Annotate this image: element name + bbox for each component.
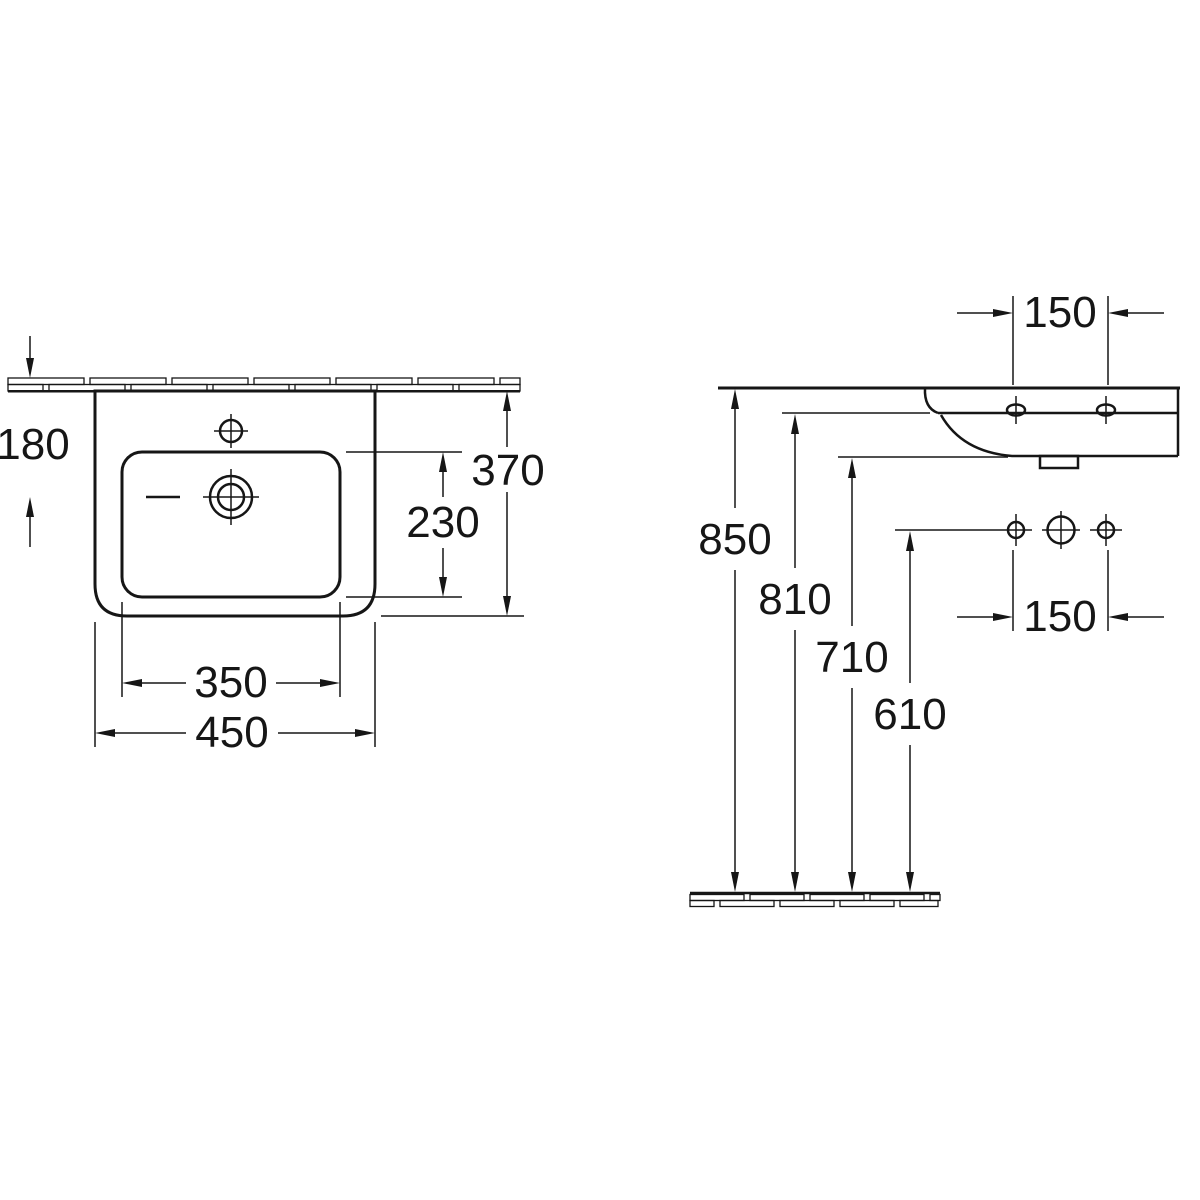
- dimension-label-450: 450: [195, 708, 268, 757]
- dimension-710: 710: [815, 456, 1008, 892]
- dimension-180: 180: [0, 336, 70, 547]
- drain-hole: [146, 469, 259, 525]
- dimension-150-bottom: 150: [957, 550, 1164, 641]
- dimension-label-150-bottom: 150: [1023, 592, 1096, 641]
- dimension-label-230: 230: [406, 498, 479, 547]
- dimension-610: 610: [873, 529, 1000, 892]
- fixing-holes: [1000, 511, 1122, 549]
- overflow-holes: [1005, 396, 1117, 424]
- dimension-label-350: 350: [194, 658, 267, 707]
- basin-side-profile: [718, 386, 1180, 470]
- tap-hole: [214, 414, 248, 448]
- elevation-view: 150: [689, 288, 1180, 908]
- bowl-outline: [120, 450, 342, 599]
- dimension-label-180: 180: [0, 420, 70, 469]
- dimension-350: 350: [121, 602, 341, 707]
- dimension-label-850: 850: [698, 515, 771, 564]
- dimension-370: 370: [381, 391, 545, 617]
- dimension-450: 450: [94, 622, 376, 757]
- dimension-label-150-top: 150: [1023, 288, 1096, 337]
- dimension-label-610: 610: [873, 690, 946, 739]
- wall-hatch: [7, 377, 521, 392]
- dimension-850: 850: [698, 389, 772, 892]
- plan-view: 180 230 370: [0, 336, 545, 757]
- drain-outlet: [1038, 454, 1080, 470]
- floor-hatch: [689, 891, 941, 908]
- dimension-150-top: 150: [957, 288, 1164, 385]
- dimension-label-370: 370: [471, 446, 544, 495]
- dimension-810: 810: [758, 412, 930, 892]
- dimension-label-710: 710: [815, 633, 888, 682]
- basin-outline: [93, 389, 377, 618]
- dimension-230: 230: [346, 451, 480, 598]
- dimension-label-810: 810: [758, 575, 831, 624]
